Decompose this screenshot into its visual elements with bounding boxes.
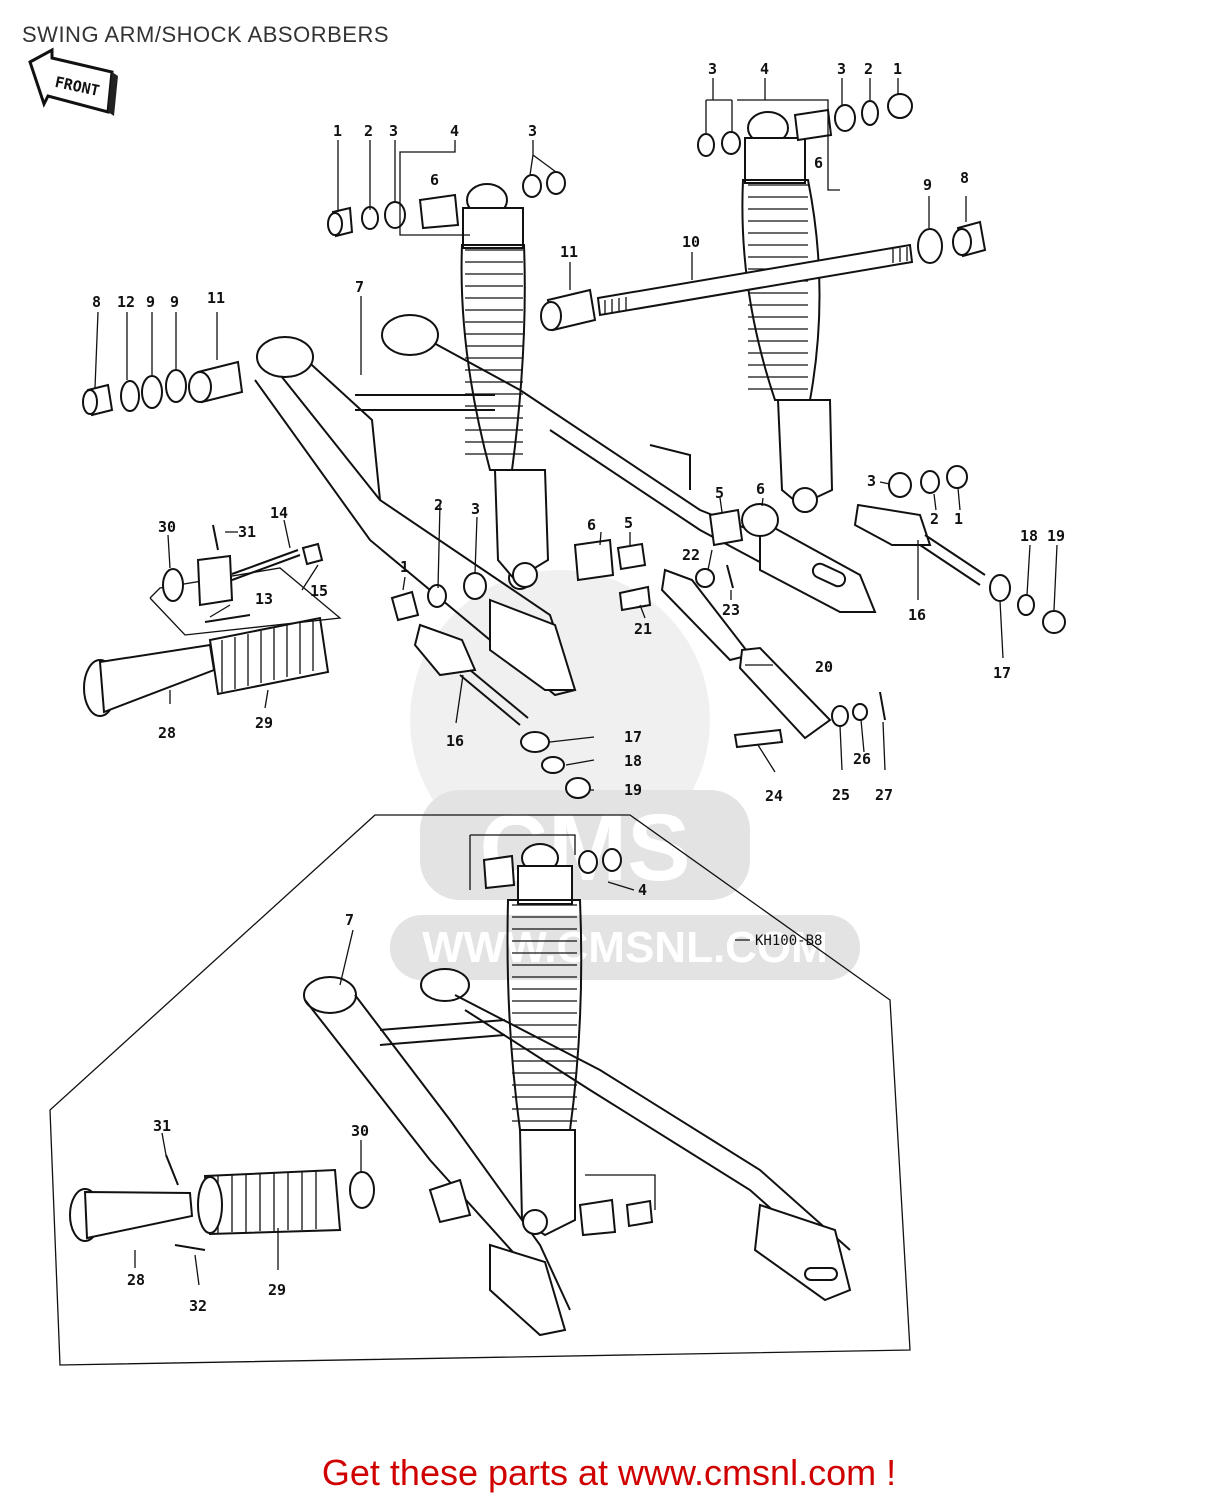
callout-26: 26 (853, 750, 871, 768)
callout-6: 6 (756, 480, 765, 498)
footer-promo-link[interactable]: Get these parts at www.cmsnl.com ! (321, 1452, 897, 1493)
callout-30: 30 (351, 1122, 369, 1140)
callout-6: 6 (814, 154, 823, 172)
callout-9: 9 (146, 293, 155, 311)
callout-18: 18 (1020, 527, 1038, 545)
callout-5: 5 (624, 514, 633, 532)
callout-17: 17 (624, 728, 642, 746)
callout-4: 4 (450, 122, 459, 140)
callout-2: 2 (930, 510, 939, 528)
callout-19: 19 (624, 781, 642, 799)
callout-13: 13 (255, 590, 273, 608)
model-code-label: KH100-B8 (755, 933, 822, 949)
callout-2: 2 (864, 60, 873, 78)
callout-6: 6 (430, 171, 439, 189)
shock-absorber-right (741, 111, 834, 513)
callout-10: 10 (682, 233, 700, 251)
callout-8: 8 (960, 169, 969, 187)
callout-1: 1 (893, 60, 902, 78)
callout-12: 12 (117, 293, 135, 311)
swing-arm-pivot-right (381, 314, 439, 356)
callout-2: 2 (364, 122, 373, 140)
callout-21: 21 (634, 620, 652, 638)
callout-9: 9 (170, 293, 179, 311)
callout-29: 29 (255, 714, 273, 732)
callout-4: 4 (760, 60, 769, 78)
callout-3: 3 (867, 472, 876, 490)
callout-4: 4 (638, 881, 647, 899)
callout-leaders (94, 78, 1058, 1286)
callout-23: 23 (722, 601, 740, 619)
lower-assembly-kh100-b8 (49, 814, 911, 1366)
callout-31: 31 (238, 523, 256, 541)
callout-17: 17 (993, 664, 1011, 682)
callout-14: 14 (270, 504, 288, 522)
callout-28: 28 (127, 1271, 145, 1289)
callout-3: 3 (528, 122, 537, 140)
callout-16: 16 (446, 732, 464, 750)
callout-5: 5 (715, 484, 724, 502)
callout-3: 3 (708, 60, 717, 78)
callout-6: 6 (587, 516, 596, 534)
inset-frame (49, 814, 911, 1366)
callout-32: 32 (189, 1297, 207, 1315)
callout-16: 16 (908, 606, 926, 624)
callout-24: 24 (765, 787, 783, 805)
pivot-shaft (596, 243, 914, 317)
callout-3: 3 (389, 122, 398, 140)
callout-27: 27 (875, 786, 893, 804)
callout-7: 7 (355, 278, 364, 296)
front-arrow-icon: FRONT (28, 47, 118, 116)
callout-18: 18 (624, 752, 642, 770)
callout-11: 11 (207, 289, 225, 307)
callout-7: 7 (345, 911, 354, 929)
callout-20: 20 (815, 658, 833, 676)
swing-arm-pivot-left (256, 336, 314, 378)
shock-absorber-left (460, 183, 550, 588)
callout-9: 9 (923, 176, 932, 194)
callout-22: 22 (682, 546, 700, 564)
callout-30: 30 (158, 518, 176, 536)
callout-15: 15 (310, 582, 328, 600)
upper-assembly (82, 93, 1066, 799)
callout-29: 29 (268, 1281, 286, 1299)
callout-19: 19 (1047, 527, 1065, 545)
callout-1: 1 (400, 558, 409, 576)
callout-1: 1 (333, 122, 342, 140)
callout-3: 3 (837, 60, 846, 78)
callout-8: 8 (92, 293, 101, 311)
callout-numbers: 1 2 3 4 3 6 3 4 3 2 1 6 9 8 10 11 8 12 9… (92, 60, 1065, 1315)
callout-2: 2 (434, 496, 443, 514)
callout-3: 3 (471, 500, 480, 518)
callout-31: 31 (153, 1117, 171, 1135)
callout-1: 1 (954, 510, 963, 528)
callout-28: 28 (158, 724, 176, 742)
cms-watermark: CMS WWW.CMSNL.COM (390, 570, 860, 980)
page-title: SWING ARM/SHOCK ABSORBERS (22, 22, 390, 47)
watermark-site: WWW.CMSNL.COM (422, 923, 828, 972)
callout-25: 25 (832, 786, 850, 804)
callout-11: 11 (560, 243, 578, 261)
